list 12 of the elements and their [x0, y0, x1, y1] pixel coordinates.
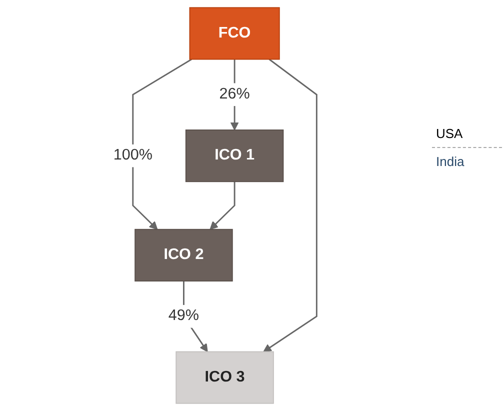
region-label: India [436, 154, 466, 169]
node-box: ICO 3 [176, 351, 274, 404]
arrow [263, 58, 318, 352]
arrow [132, 58, 192, 230]
edge-label: 49% [168, 308, 200, 324]
region-label: USA [436, 126, 464, 141]
edge-label: 26% [219, 86, 250, 102]
node-box: ICO 1 [185, 130, 284, 182]
arrow [210, 182, 236, 230]
node-box: ICO 2 [134, 228, 233, 282]
node-box: FCO [189, 7, 280, 60]
edge-label: 100% [113, 147, 152, 164]
